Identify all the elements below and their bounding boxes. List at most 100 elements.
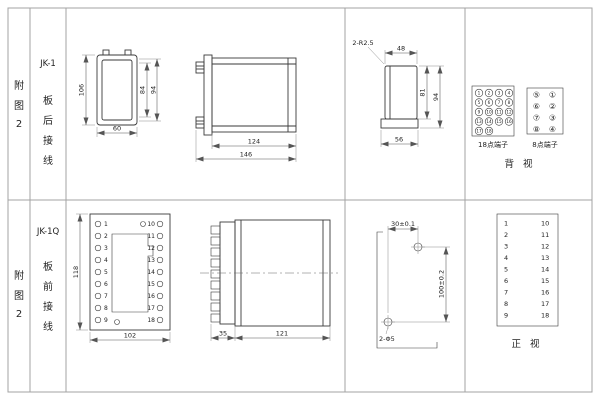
dim-35: 35	[219, 330, 227, 338]
table-left-numbers: 1 2 3 4 5 6 7 8 9	[504, 220, 508, 320]
table-grid	[7, 7, 593, 393]
front-right-terminal-numbers: 10 11 12 13 14 15 16 17 18	[147, 221, 155, 324]
wiring-char: 后	[43, 115, 53, 127]
terminal-number: 17	[476, 129, 482, 134]
terminal-number: 13	[541, 254, 549, 262]
terminal-number: 18	[147, 317, 155, 324]
terminal-number: 10	[486, 110, 492, 115]
terminal-number: 10	[541, 220, 549, 228]
hole-callout: 2-Φ5	[379, 335, 395, 343]
row1-model-label: JK-1 板 后 接 线	[39, 59, 56, 167]
jk1q-front-view: 1 2 3 4 5 6 7 8 9 10 11 12 13 14 15 16 1…	[72, 213, 171, 343]
terminal-number: ⑧	[533, 125, 540, 134]
wiring-char: 板	[43, 260, 53, 273]
dim-118: 118	[72, 266, 80, 278]
front-left-terminal-numbers: 1 2 3 4 5 6 7 8 9	[104, 221, 108, 324]
terminal-number: ②	[549, 102, 556, 111]
dim-102: 102	[124, 332, 136, 340]
terminal-back-view: 1 2 3 4 5 6 7 8 9 10 11 12 13 14 15 16 1…	[471, 85, 564, 170]
terminal-number: 12	[147, 245, 155, 252]
dim-81: 81	[419, 88, 427, 96]
wiring-char: 接	[43, 300, 53, 313]
terminal-number: 11	[541, 231, 549, 239]
terminal-number: 11	[496, 110, 502, 115]
jk1q-side-view: 35 121	[200, 219, 338, 341]
dim-48: 48	[397, 45, 405, 53]
wiring-char: 线	[43, 154, 53, 167]
label-8pt-terminal: 8点端子	[532, 140, 557, 149]
wiring-char: 前	[43, 280, 53, 293]
terminal-number: 1	[478, 91, 481, 96]
terminal-number: 4	[508, 91, 511, 96]
terminal-number: 2	[504, 231, 508, 239]
terminal-number: 18	[486, 129, 492, 134]
terminal-number: 15	[147, 281, 155, 288]
terminal-number: 4	[504, 254, 508, 262]
terminal-number: 7	[104, 293, 108, 300]
terminal-number: 16	[506, 119, 512, 124]
terminal-number: ⑥	[533, 102, 540, 111]
terminal-number: 18	[541, 312, 549, 320]
dim-94: 94	[150, 86, 158, 94]
terminal-number: 14	[486, 119, 492, 124]
terminal-number: 13	[476, 119, 482, 124]
fig-char: 附	[14, 79, 24, 92]
terminal-number: 7	[504, 289, 508, 297]
dim-100: 100±0.2	[438, 270, 446, 298]
terminal-number: 2	[488, 91, 491, 96]
terminal-number: ④	[549, 125, 556, 134]
terminal-number: 6	[488, 100, 491, 105]
back-view-label: 背 视	[504, 158, 535, 170]
wiring-char: 线	[43, 320, 53, 333]
jk1-side-view: 124 146	[195, 54, 297, 162]
dim-60: 60	[113, 125, 121, 133]
dim-30: 30±0.1	[391, 220, 415, 228]
terminal-numbers-18pt: 1 2 3 4 5 6 7 8 9 10 11 12 13 14 15 16 1…	[476, 91, 512, 134]
dim-94b: 94	[432, 93, 440, 101]
terminal-number: 15	[496, 119, 502, 124]
terminal-number: 15	[541, 277, 549, 285]
table-right-numbers: 10 11 12 13 14 15 16 17 18	[541, 220, 549, 320]
model-name: JK-1	[39, 59, 56, 69]
terminal-number: ⑤	[533, 91, 540, 100]
terminal-front-view-table: 1 2 3 4 5 6 7 8 9 10 11 12 13 14 15 16 1…	[496, 213, 559, 350]
terminal-number: 1	[104, 221, 108, 228]
label-18pt-terminal: 18点端子	[478, 140, 508, 149]
row1-fig-label: 附 图 2	[14, 79, 24, 130]
terminal-numbers-8pt: ⑤ ⑥ ⑦ ⑧ ① ② ③ ④	[533, 91, 556, 135]
drilling-template: 30±0.1 100±0.2 2-Φ5	[376, 220, 450, 349]
terminal-number: 6	[104, 281, 108, 288]
fig-char: 2	[16, 119, 22, 130]
fig-char: 图	[14, 290, 24, 302]
terminal-number: 2	[104, 233, 108, 240]
terminal-number: 8	[104, 305, 108, 312]
terminal-number: 13	[147, 257, 155, 264]
terminal-number: 8	[504, 300, 508, 308]
wiring-char: 接	[43, 134, 53, 147]
terminal-number: 17	[147, 305, 155, 312]
terminal-number: 1	[504, 220, 508, 228]
radius-callout: 2-R2.5	[352, 39, 373, 47]
jk1-panel-cutout-view: 2-R2.5 48 81 94 56	[352, 39, 444, 147]
dim-124: 124	[248, 138, 260, 146]
fig-char: 附	[14, 269, 24, 282]
wiring-char: 板	[43, 94, 53, 107]
dim-106: 106	[78, 84, 86, 96]
terminal-number: 4	[104, 257, 108, 264]
fig-char: 2	[16, 309, 22, 320]
terminal-number: 5	[104, 269, 108, 276]
terminal-number: 9	[104, 317, 108, 324]
terminal-number: 16	[147, 293, 155, 300]
terminal-number: 10	[147, 221, 155, 228]
terminal-number: 16	[541, 289, 549, 297]
terminal-number: 8	[508, 100, 511, 105]
dim-84: 84	[139, 86, 147, 94]
terminal-number: 12	[506, 110, 512, 115]
dim-146: 146	[240, 151, 252, 159]
dim-121: 121	[276, 330, 288, 338]
terminal-number: 3	[504, 243, 508, 251]
front-view-label: 正 视	[511, 338, 542, 350]
terminal-number: 6	[504, 277, 508, 285]
row2-fig-label: 附 图 2	[14, 269, 24, 320]
